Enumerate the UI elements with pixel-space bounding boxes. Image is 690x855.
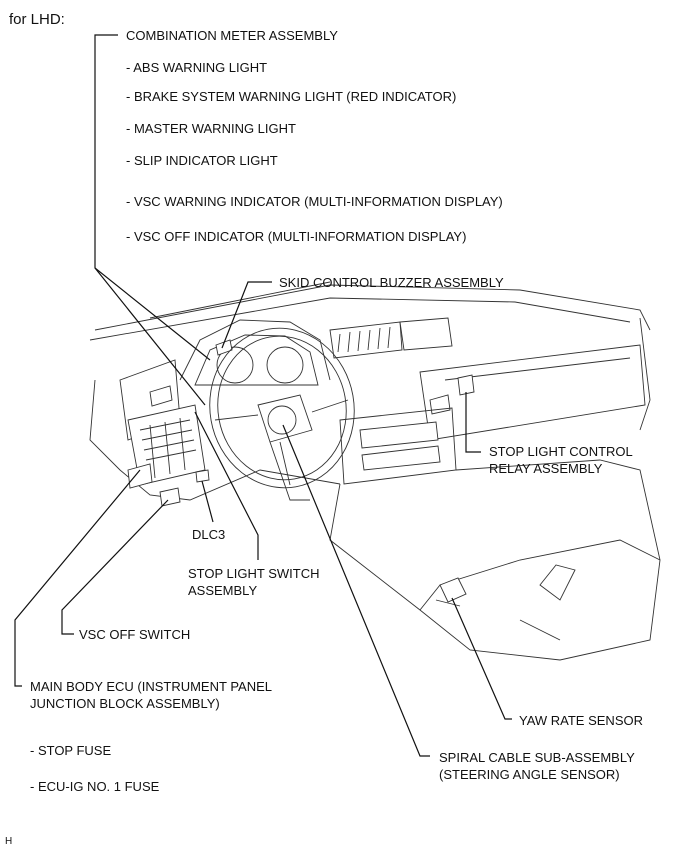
label-skid-buzzer: SKID CONTROL BUZZER ASSEMBLY xyxy=(279,275,504,290)
label-stop-light-switch-line1: STOP LIGHT SWITCH xyxy=(188,566,320,581)
label-spiral-cable-line2: (STEERING ANGLE SENSOR) xyxy=(439,767,620,782)
label-abs-warning: - ABS WARNING LIGHT xyxy=(126,60,268,75)
label-vsc-warning: - VSC WARNING INDICATOR (MULTI-INFORMATI… xyxy=(126,194,503,209)
label-combination-meter: COMBINATION METER ASSEMBLY xyxy=(126,28,338,43)
label-dlc3: DLC3 xyxy=(192,527,226,542)
label-ecu-ig-fuse: - ECU-IG NO. 1 FUSE xyxy=(30,779,160,794)
corner-code: H xyxy=(5,836,13,847)
label-stop-light-switch-line2: ASSEMBLY xyxy=(188,583,258,598)
label-master-warning: - MASTER WARNING LIGHT xyxy=(126,121,296,136)
label-brake-system-warning: - BRAKE SYSTEM WARNING LIGHT (RED INDICA… xyxy=(126,89,457,104)
label-slip-indicator: - SLIP INDICATOR LIGHT xyxy=(126,153,278,168)
instrument-panel-drawing xyxy=(89,281,661,661)
leader-lines xyxy=(14,34,512,757)
label-spiral-cable-line1: SPIRAL CABLE SUB-ASSEMBLY xyxy=(439,750,635,765)
label-vsc-off-indicator: - VSC OFF INDICATOR (MULTI-INFORMATION D… xyxy=(126,229,467,244)
label-main-body-ecu-line2: JUNCTION BLOCK ASSEMBLY) xyxy=(30,696,220,711)
label-stop-light-relay-line2: RELAY ASSEMBLY xyxy=(489,461,603,476)
label-stop-light-relay-line1: STOP LIGHT CONTROL xyxy=(489,444,633,459)
label-vsc-off-switch: VSC OFF SWITCH xyxy=(79,627,191,642)
page-title: for LHD: xyxy=(9,11,65,28)
label-yaw-rate-sensor: YAW RATE SENSOR xyxy=(519,713,643,728)
label-main-body-ecu-line1: MAIN BODY ECU (INSTRUMENT PANEL xyxy=(30,679,272,694)
label-stop-fuse: - STOP FUSE xyxy=(30,743,112,758)
